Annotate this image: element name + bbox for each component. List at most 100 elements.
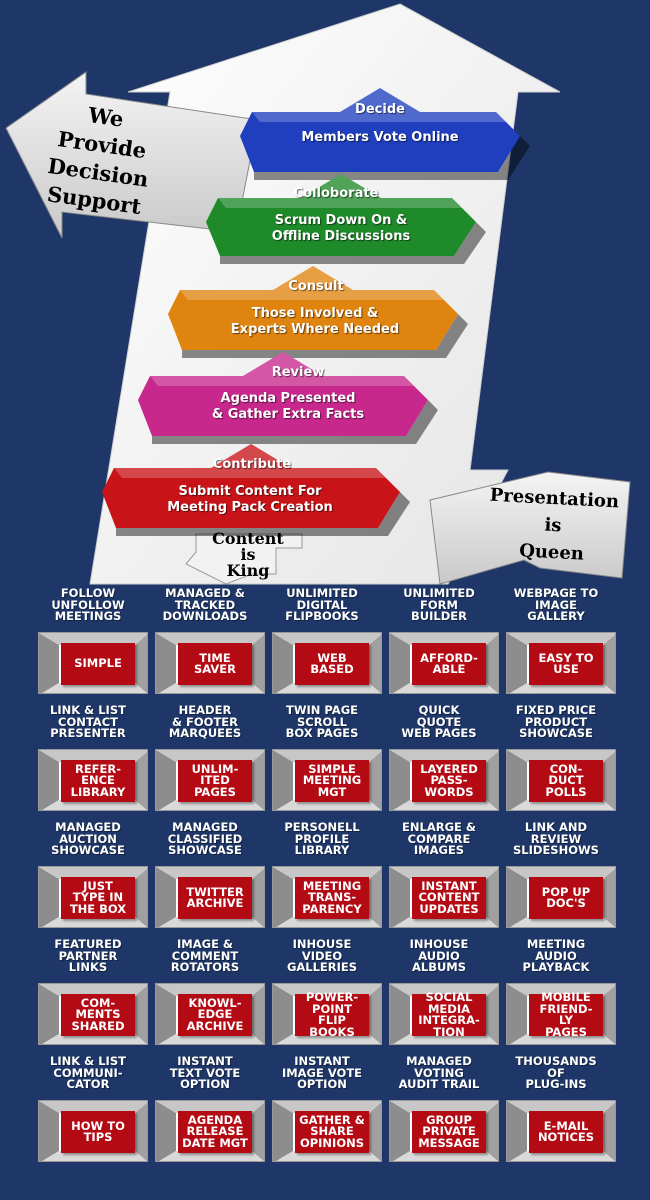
feature-box: Web Based xyxy=(272,632,382,694)
feature-label-text: Featured Partner Links xyxy=(54,937,122,974)
feature-cell: Link & List Contact PresenterRefer- ence… xyxy=(30,703,148,820)
feature-label-text: Webpage to Image Gallery xyxy=(513,586,599,623)
feature-tag: Power- point Flip Books xyxy=(295,991,369,1037)
feature-label: Fixed Price Product Showcase xyxy=(492,703,620,747)
feature-label: Inhouse Audio Albums xyxy=(375,937,503,981)
feature-label: Quick Quote Web Pages xyxy=(375,703,503,747)
decision-support-callout: We Provide Decision Support xyxy=(45,102,151,220)
feature-cell: Image & Comment RotatorsKnowl- edge Arch… xyxy=(147,937,265,1054)
feature-cell: Managed & Tracked DownloadsTime Saver xyxy=(147,586,265,703)
feature-cell: Follow Unfollow MeetingsSimple xyxy=(30,586,148,703)
feature-tag: Gather & Share Opinions xyxy=(295,1111,369,1153)
feature-tag-text: Twitter Archive xyxy=(186,884,244,910)
feature-tag-text: Con- duct Polls xyxy=(545,761,587,799)
feature-tag-text: E-Mail Notices xyxy=(537,1118,595,1144)
feature-label-text: Follow Unfollow Meetings xyxy=(51,586,125,623)
feature-tag: Mobile Friend- ly Pages xyxy=(529,991,603,1037)
feature-tag: Layered Pass- words xyxy=(412,760,486,802)
feature-cell: Personell Profile LibraryMeeting Trans- … xyxy=(264,820,382,937)
feature-label-text: Instant Image Vote Option xyxy=(281,1054,363,1091)
feature-cell: Quick Quote Web PagesLayered Pass- words xyxy=(381,703,499,820)
feature-box: Afford- able xyxy=(389,632,499,694)
feature-tag: Con- duct Polls xyxy=(529,760,603,802)
feature-label: Unlimited Digital Flipbooks xyxy=(258,586,386,630)
feature-label-text: Enlarge & Compare Images xyxy=(402,820,476,857)
feature-tag-text: Com- ments Shared xyxy=(71,995,125,1033)
feature-tag-text: Unlim- ited Pages xyxy=(191,761,239,799)
feature-label-text: Fixed Price Product Showcase xyxy=(515,703,597,740)
feature-cell: Unlimited Digital FlipbooksWeb Based xyxy=(264,586,382,703)
feature-tag-text: Web Based xyxy=(310,650,354,676)
feature-box: Group Private Message xyxy=(389,1100,499,1162)
stage-shape-2 xyxy=(206,174,476,256)
feature-tag: Meeting Trans- parency xyxy=(295,877,369,919)
stage-desc-contribute: Submit Content For Meeting Pack Creation xyxy=(167,484,333,515)
feature-tag: Instant Content Updates xyxy=(412,877,486,919)
feature-tag: Knowl- edge Archive xyxy=(178,994,252,1036)
feature-tag: Refer- ence Library xyxy=(61,760,135,802)
presentation-callout: Presentation is Queen xyxy=(489,484,620,565)
stage-title-review: Review xyxy=(271,365,325,380)
feature-label-text: Unlimited Digital Flipbooks xyxy=(285,586,359,623)
feature-cell: Link and Review SlideshowsPop Up Doc's xyxy=(498,820,616,937)
feature-label: Link & List Communi- cator xyxy=(24,1054,152,1098)
stage-shape-highlight-5 xyxy=(114,444,386,478)
feature-tag: Twitter Archive xyxy=(178,877,252,919)
feature-tag-text: Just Type in the Box xyxy=(69,878,127,916)
feature-label-text: Twin Page Scroll Box Pages xyxy=(285,703,359,740)
feature-label-text: Image & Comment Rotators xyxy=(170,937,240,974)
feature-tag-text: Instant Content Updates xyxy=(418,878,480,916)
feature-label-text: Instant Text Vote Option xyxy=(169,1054,241,1091)
feature-label: Link and Review Slideshows xyxy=(492,820,620,864)
feature-label-text: Managed & Tracked Downloads xyxy=(162,586,248,623)
feature-tag-text: Group Private Message xyxy=(418,1112,480,1150)
feature-label: Managed & Tracked Downloads xyxy=(141,586,269,630)
stage-desc-collaborate: Scrum Down On & Offline Discussions xyxy=(271,213,411,244)
feature-box: Mobile Friend- ly Pages xyxy=(506,983,616,1045)
feature-cell: Instant Text Vote OptionAgenda Release D… xyxy=(147,1054,265,1171)
feature-cell: Webpage to Image GalleryEasy to Use xyxy=(498,586,616,703)
feature-cell: Featured Partner LinksCom- ments Shared xyxy=(30,937,148,1054)
stage-shape-highlight-4 xyxy=(150,352,414,386)
feature-label: Follow Unfollow Meetings xyxy=(24,586,152,630)
decision-path-diagram xyxy=(5,3,631,585)
feature-label-text: Thousands of Plug-ins xyxy=(515,1054,597,1091)
feature-box: Knowl- edge Archive xyxy=(155,983,265,1045)
feature-tag-text: Simple Meeting MGT xyxy=(302,761,362,799)
feature-label: Instant Text Vote Option xyxy=(141,1054,269,1098)
feature-tag: How to Tips xyxy=(61,1111,135,1153)
feature-tag-text: Knowl- edge Archive xyxy=(186,995,244,1033)
stage-shape-1 xyxy=(240,88,520,172)
feature-box: Pop Up Doc's xyxy=(506,866,616,928)
feature-cell: Inhouse Audio AlbumsSocial Media Integra… xyxy=(381,937,499,1054)
feature-tag: Easy to Use xyxy=(529,643,603,685)
feature-cell: Fixed Price Product ShowcaseCon- duct Po… xyxy=(498,703,616,820)
stage-title-collaborate: Colloborate xyxy=(293,186,379,201)
feature-label-text: Link & List Contact Presenter xyxy=(50,703,126,740)
feature-label: Enlarge & Compare Images xyxy=(375,820,503,864)
feature-tag-text: Layered Pass- words xyxy=(420,761,478,799)
feature-cell: Link & List Communi- catorHow to Tips xyxy=(30,1054,148,1171)
feature-tag-text: Agenda Release Date MGT xyxy=(182,1112,248,1150)
feature-box: Layered Pass- words xyxy=(389,749,499,811)
feature-label: Managed Voting Audit Trail xyxy=(375,1054,503,1098)
feature-label-text: Quick Quote Web Pages xyxy=(401,703,477,740)
feature-box: Just Type in the Box xyxy=(38,866,148,928)
stage-shape-shadow-4 xyxy=(152,400,438,444)
feature-tag: Simple xyxy=(61,643,135,685)
feature-cell: Managed Classified ShowcaseTwitter Archi… xyxy=(147,820,265,937)
stage-shape-3 xyxy=(168,266,458,350)
feature-box: Com- ments Shared xyxy=(38,983,148,1045)
feature-label: Thousands of Plug-ins xyxy=(492,1054,620,1098)
left-callout-arrow xyxy=(5,71,259,239)
feature-box: Time Saver xyxy=(155,632,265,694)
feature-box: Unlim- ited Pages xyxy=(155,749,265,811)
feature-label-text: Link & List Communi- cator xyxy=(50,1054,126,1091)
feature-label: Instant Image Vote Option xyxy=(258,1054,386,1098)
feature-tag: Group Private Message xyxy=(412,1111,486,1153)
feature-tag: Time Saver xyxy=(178,643,252,685)
feature-cell: Managed Voting Audit TrailGroup Private … xyxy=(381,1054,499,1171)
stage-title-contribute: Contribute xyxy=(212,457,292,472)
feature-tag-text: Simple xyxy=(74,656,122,671)
feature-tag: E-Mail Notices xyxy=(529,1111,603,1153)
